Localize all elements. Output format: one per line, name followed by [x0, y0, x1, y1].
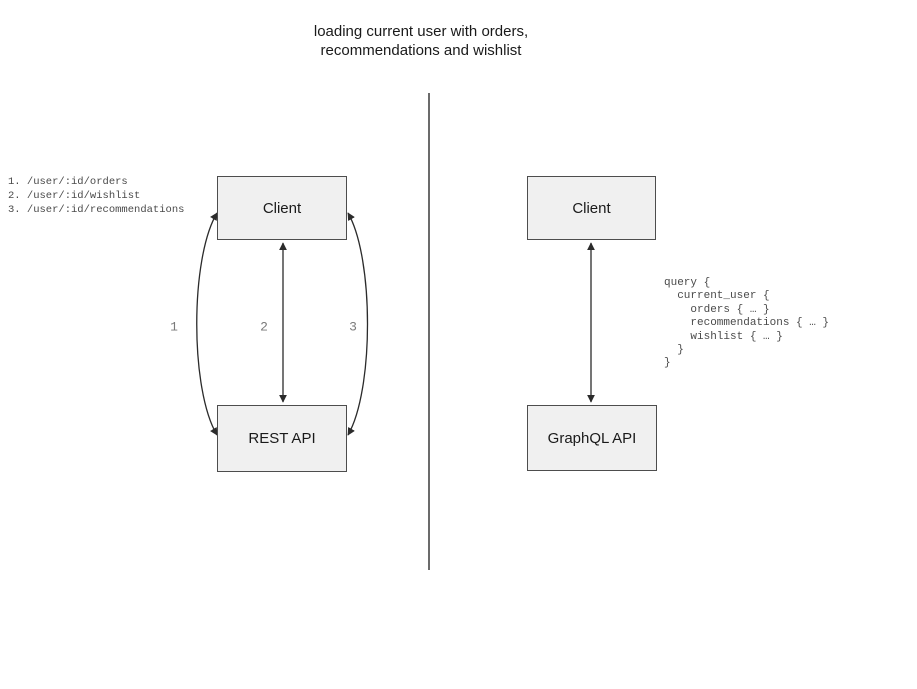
- arrow-label-1: 1: [170, 319, 178, 335]
- title-line-2: recommendations and wishlist: [320, 42, 522, 59]
- rest-arrow-orders: [196, 212, 218, 436]
- query-line: }: [664, 344, 684, 357]
- query-line: recommendations { … }: [664, 317, 830, 330]
- graphql-api-box: GraphQL API: [527, 405, 657, 471]
- arrow-label-3: 3: [349, 319, 357, 335]
- panel-divider: [428, 93, 430, 570]
- rest-endpoint-wishlist: 2. /user/:id/wishlist: [8, 190, 141, 202]
- rest-api-box: REST API: [217, 405, 347, 472]
- query-line: query {: [664, 277, 711, 289]
- rest-api-label: REST API: [248, 430, 316, 447]
- arrow-label-2: 2: [260, 319, 268, 335]
- rest-endpoint-orders: 1. /user/:id/orders: [8, 176, 128, 188]
- graphql-client-label: Client: [572, 199, 611, 217]
- diagram-title: loading current user with orders, recomm…: [314, 22, 528, 60]
- rest-endpoints-list: 1. /user/:id/orders 2. /user/:id/wishlis…: [8, 175, 184, 217]
- rest-client-label: Client: [262, 199, 302, 217]
- query-line: }: [664, 357, 671, 370]
- query-line: wishlist { … }: [664, 330, 783, 343]
- graphql-api-label: GraphQL API: [547, 429, 637, 447]
- rest-endpoint-recommendations: 3. /user/:id/recommendations: [8, 204, 185, 216]
- rest-client-box: Client: [217, 176, 347, 240]
- graphql-client-box: Client: [527, 176, 656, 240]
- graphql-query-code: query { current_user { orders { … } reco…: [664, 277, 829, 371]
- query-line: orders { … }: [664, 303, 770, 316]
- query-line: current_user {: [664, 290, 770, 303]
- title-line-1: loading current user with orders,: [313, 23, 529, 40]
